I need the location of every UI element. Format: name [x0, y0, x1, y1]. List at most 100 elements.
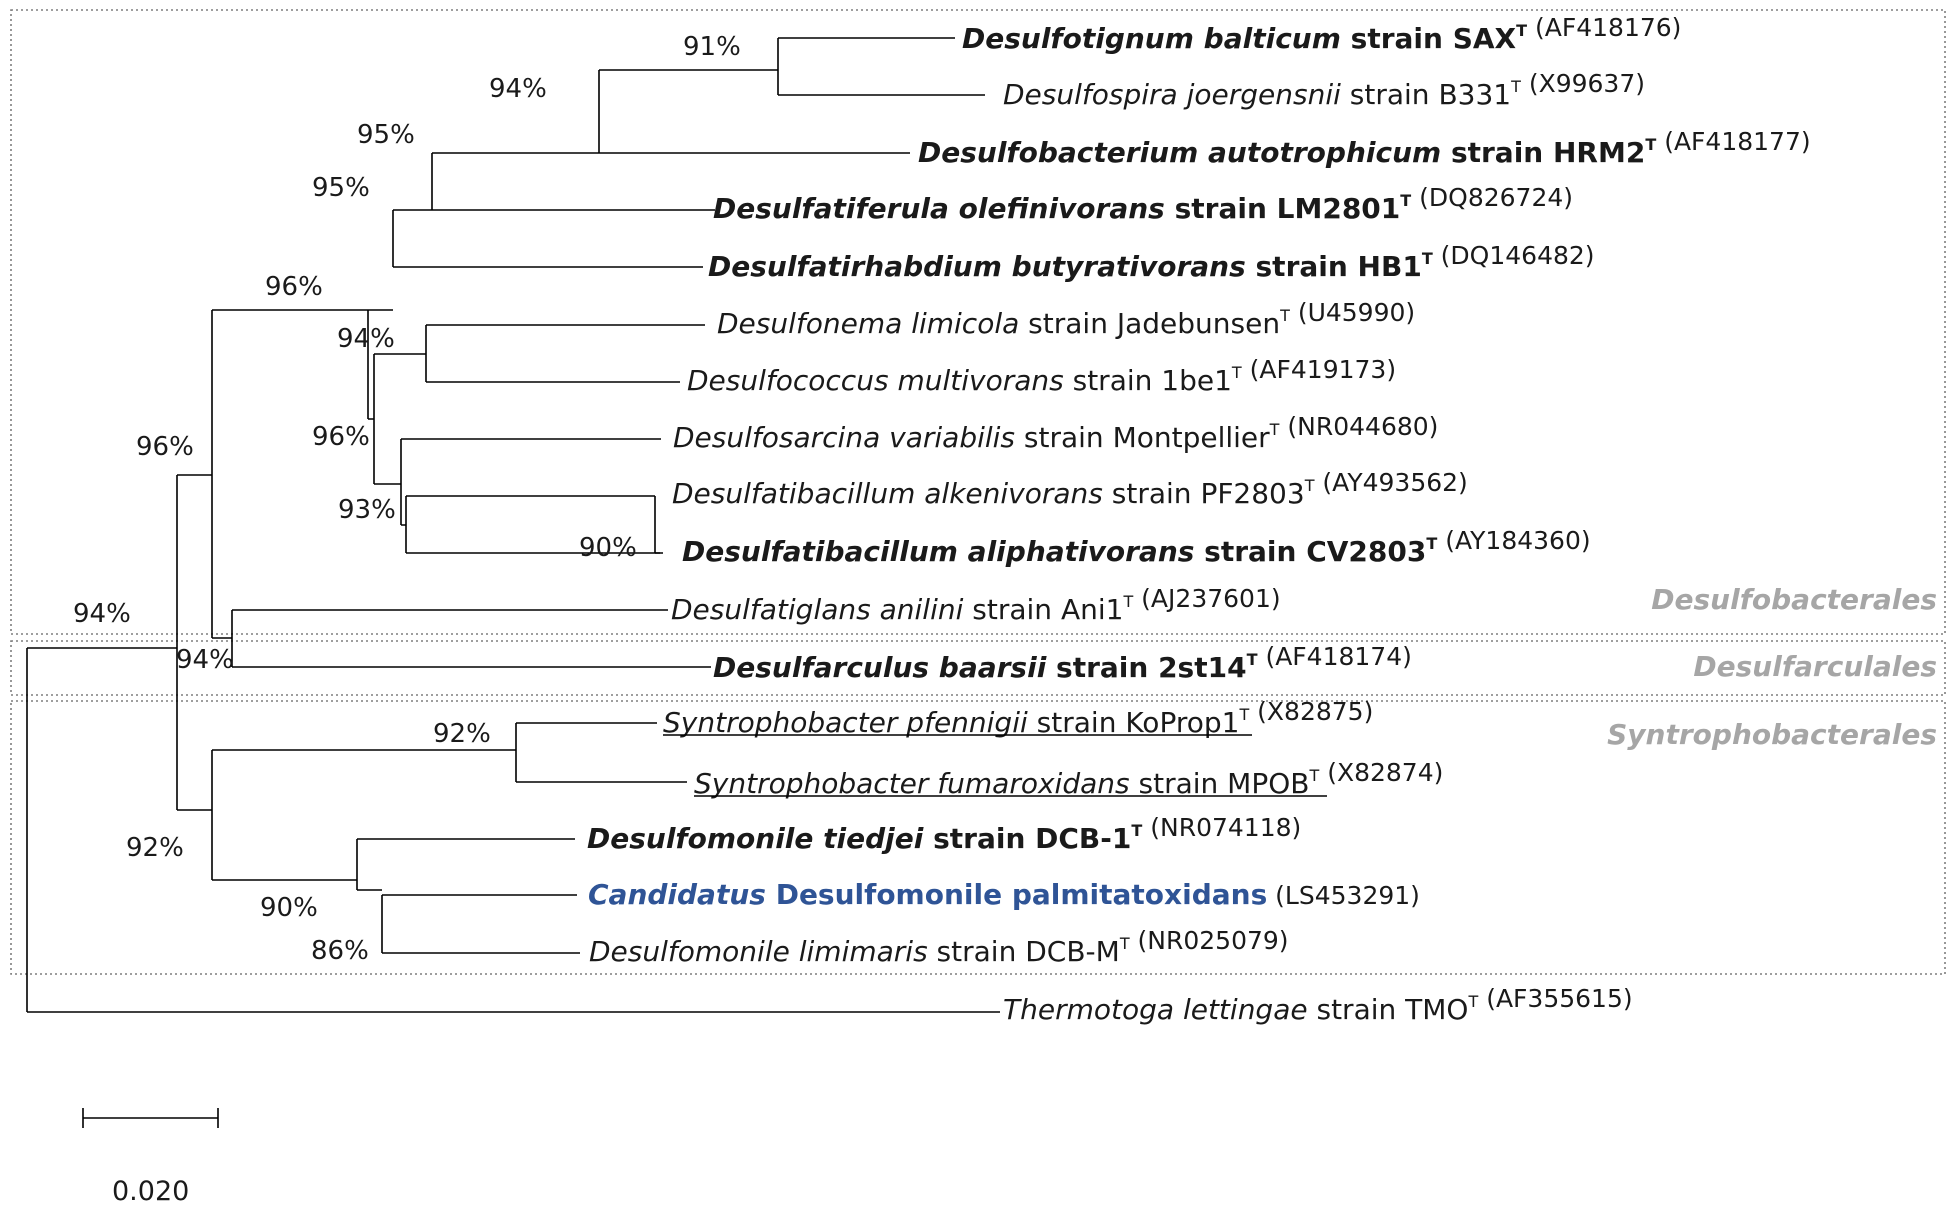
taxon-accession: (AY493562)	[1314, 468, 1467, 497]
taxon-label-1be1: Desulfococcus multivorans strain 1be1T (…	[687, 355, 1396, 397]
branch-node-177	[176, 474, 212, 811]
order-label-desulfarculales: Desulfarculales	[1693, 650, 1937, 683]
taxon-strain: TMO	[1404, 993, 1468, 1026]
taxon-label-dcbm: Desulfomonile limimaris strain DCB-MT (N…	[589, 926, 1289, 968]
taxon-strain: HRM2	[1553, 136, 1645, 169]
taxon-label-ani1: Desulfatiglans anilini strain Ani1T (AJ2…	[671, 584, 1281, 626]
taxon-species: alkenivorans	[915, 477, 1103, 510]
taxon-strain: CV2803	[1306, 535, 1426, 568]
taxon-genus: Desulfosarcina	[673, 421, 880, 454]
taxon-genus: Desulfomonile	[589, 935, 790, 968]
taxon-strain-word: strain	[923, 822, 1035, 855]
taxon-genus: Desulfatirhabdium	[708, 250, 1002, 283]
taxon-strain: HB1	[1358, 250, 1422, 283]
taxon-accession: (NR044680)	[1279, 412, 1438, 441]
taxon-strain-word: strain	[1341, 78, 1439, 111]
taxon-type-superscript: T	[1400, 191, 1411, 210]
taxon-species: baarsii	[929, 651, 1047, 684]
taxon-accession: (AF418177)	[1656, 127, 1810, 156]
branch-node-374	[373, 353, 426, 485]
order-label-syntrophobacterales: Syntrophobacterales	[1607, 718, 1937, 751]
taxon-strain-word: strain	[1246, 250, 1358, 283]
taxon-genus: Desulfomonile	[587, 822, 813, 855]
taxon-strain: SAX	[1453, 22, 1517, 55]
branch-node-382	[381, 894, 580, 954]
bootstrap-label: 92%	[433, 719, 491, 749]
taxon-accession: (AF419173)	[1242, 355, 1396, 384]
taxon-accession: (U45990)	[1290, 298, 1415, 327]
taxon-strain-word: strain	[1046, 651, 1158, 684]
bootstrap-label: 94%	[176, 645, 234, 675]
bootstrap-label: 90%	[579, 533, 637, 563]
branch-node-406	[405, 495, 660, 554]
taxon-accession: (AF418176)	[1527, 13, 1681, 42]
branch-node-778	[777, 37, 985, 96]
taxon-strain: 2st14	[1158, 651, 1247, 684]
taxon-genus: Desulfatiglans	[671, 593, 871, 626]
desulfarculales-box	[10, 640, 1946, 696]
taxon-species: tiedjei	[813, 822, 923, 855]
taxon-strain: DCB-M	[1025, 935, 1120, 968]
taxon-accession: (AF418174)	[1258, 642, 1412, 671]
bootstrap-label: 94%	[73, 599, 131, 629]
taxon-type-superscript: T	[1467, 992, 1478, 1011]
taxon-strain: DCB-1	[1035, 822, 1131, 855]
order-label-desulfobacterales: Desulfobacterales	[1651, 583, 1937, 616]
branch-node-232	[231, 609, 711, 668]
taxon-label-mont: Desulfosarcina variabilis strain Montpel…	[673, 412, 1438, 454]
taxon-species: joergensnii	[1178, 78, 1341, 111]
taxon-strain-word: strain	[1341, 22, 1453, 55]
taxon-accession: (DQ146482)	[1433, 241, 1595, 270]
taxon-species: butyrativorans	[1002, 250, 1246, 283]
bootstrap-label: 90%	[260, 893, 318, 923]
taxon-accession: (DQ826724)	[1411, 183, 1573, 212]
taxon-accession: (AF355615)	[1478, 984, 1632, 1013]
taxon-accession: (NR025079)	[1130, 926, 1289, 955]
syntrophobacterales-box	[10, 700, 1946, 975]
taxon-species: olefinivorans	[949, 192, 1165, 225]
taxon-species: autotrophicum	[1198, 136, 1441, 169]
taxon-type-superscript: T	[1238, 705, 1249, 724]
taxon-genus: Desulfonema	[717, 307, 902, 340]
branch-node-368	[367, 309, 393, 420]
taxon-species: limimaris	[790, 935, 928, 968]
tree-branches	[26, 37, 1000, 1013]
bootstrap-label: 95%	[312, 173, 370, 203]
taxon-label-palm: Candidatus Desulfomonile palmitatoxidans…	[588, 878, 1420, 911]
taxon-label-jade: Desulfonema limicola strain JadebunsenT …	[717, 298, 1415, 340]
taxon-strain-word: strain	[1165, 192, 1277, 225]
taxon-strain-word: strain	[1441, 136, 1553, 169]
branch-node-426	[425, 324, 705, 383]
taxon-accession: (AJ237601)	[1133, 584, 1280, 613]
taxon-strain: Jadebunsen	[1115, 307, 1280, 340]
bootstrap-label: 93%	[338, 495, 396, 525]
bootstrap-label: 95%	[357, 120, 415, 150]
taxon-species: variabilis	[880, 421, 1015, 454]
taxon-strain-word: strain	[928, 935, 1026, 968]
taxon-type-superscript: T	[1231, 363, 1242, 382]
branch-node-393	[392, 209, 703, 268]
bootstrap-label: 94%	[337, 324, 395, 354]
taxon-accession: (X99637)	[1521, 69, 1645, 98]
taxon-species: lettingae	[1174, 993, 1308, 1026]
taxon-label-b331: Desulfospira joergensnii strain B331T (X…	[1003, 69, 1645, 111]
branch-node-401	[400, 438, 661, 526]
scale-bar-label: 0.020	[112, 1176, 189, 1205]
taxon-strain-word: strain	[1194, 535, 1306, 568]
taxon-label-hrm2: Desulfobacterium autotrophicum strain HR…	[918, 127, 1811, 169]
taxon-type-superscript: T	[1247, 650, 1258, 669]
taxon-species: pfennigii	[897, 706, 1028, 739]
bootstrap-label: 94%	[489, 74, 547, 104]
taxon-species: aliphativorans	[958, 535, 1194, 568]
taxon-species: anilini	[871, 593, 964, 626]
taxon-strain: LM2801	[1277, 192, 1401, 225]
bootstrap-label: 92%	[126, 833, 184, 863]
taxon-strain-word: strain	[1028, 706, 1126, 739]
bootstrap-label: 86%	[311, 936, 369, 966]
taxon-species: fumaroxidans	[928, 767, 1129, 800]
taxon-strain-word: strain	[1015, 421, 1113, 454]
taxon-strain-word: strain	[1064, 364, 1162, 397]
taxon-strain-word: strain	[1019, 307, 1117, 340]
branch-root	[26, 647, 1000, 1013]
